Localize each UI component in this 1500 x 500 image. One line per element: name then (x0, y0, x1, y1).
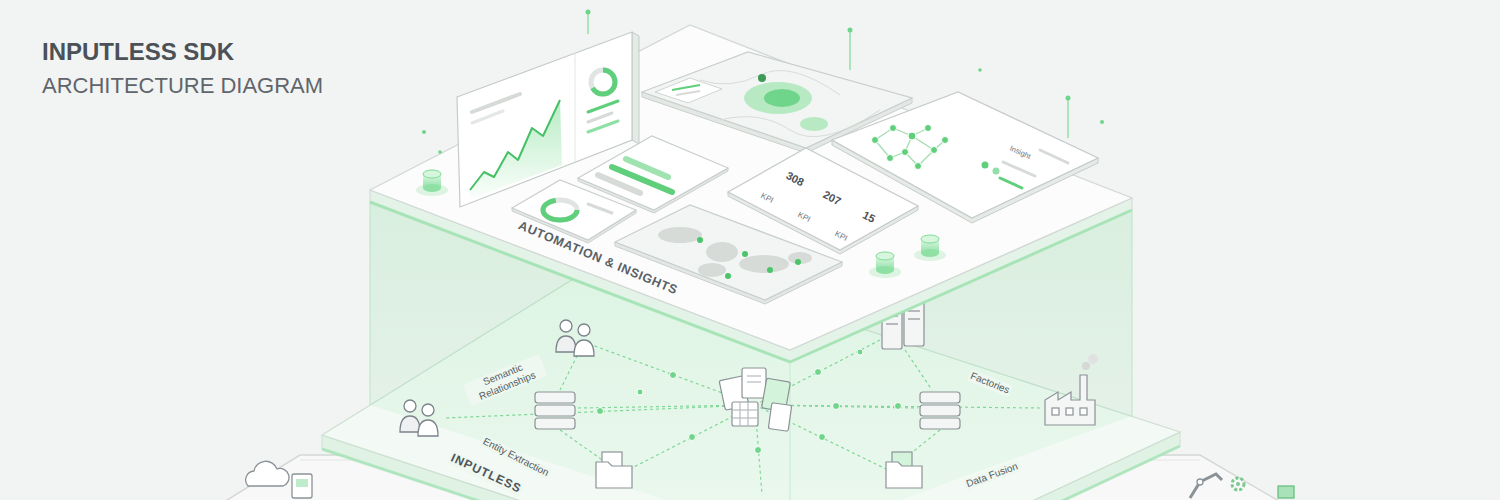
insight-panel: Insight (832, 92, 1098, 223)
source-icons (1232, 478, 1244, 490)
light-column (1132, 210, 1133, 416)
chart-screen (472, 94, 520, 112)
source-icons (1236, 482, 1240, 486)
antenna-line (586, 10, 591, 15)
antenna-line (1067, 98, 1069, 138)
source-icons (1278, 486, 1294, 498)
source-icons (1190, 474, 1222, 498)
diagram-subtitle: ARCHITECTURE DIAGRAM (42, 73, 323, 98)
server-icon (908, 310, 920, 311)
factory-icon (1088, 354, 1098, 364)
node-face (832, 92, 1098, 218)
antenna-line (1100, 120, 1104, 124)
antenna-line (1066, 96, 1071, 101)
server-icon (908, 318, 920, 319)
diagram-title: INPUTLESS SDK (42, 38, 234, 66)
node-face (370, 25, 1132, 350)
antenna-line (422, 130, 426, 134)
antenna-line (587, 12, 589, 34)
light-column (370, 202, 371, 405)
source-icons (296, 479, 308, 487)
source-icons (1197, 479, 1203, 485)
source-icons (292, 474, 312, 498)
node-outline (832, 92, 1098, 223)
source-icons (246, 461, 289, 486)
platform-layer: AUTOMATION & INSIGHTS308KPI207KPI15KPIIn… (370, 25, 1132, 362)
antenna-line (849, 30, 851, 70)
chart-screen (472, 111, 503, 123)
factory-icon (1082, 362, 1090, 370)
antenna-line (978, 68, 982, 72)
server-icon (886, 323, 898, 324)
antenna-line (848, 28, 853, 33)
node-face (322, 250, 1180, 500)
